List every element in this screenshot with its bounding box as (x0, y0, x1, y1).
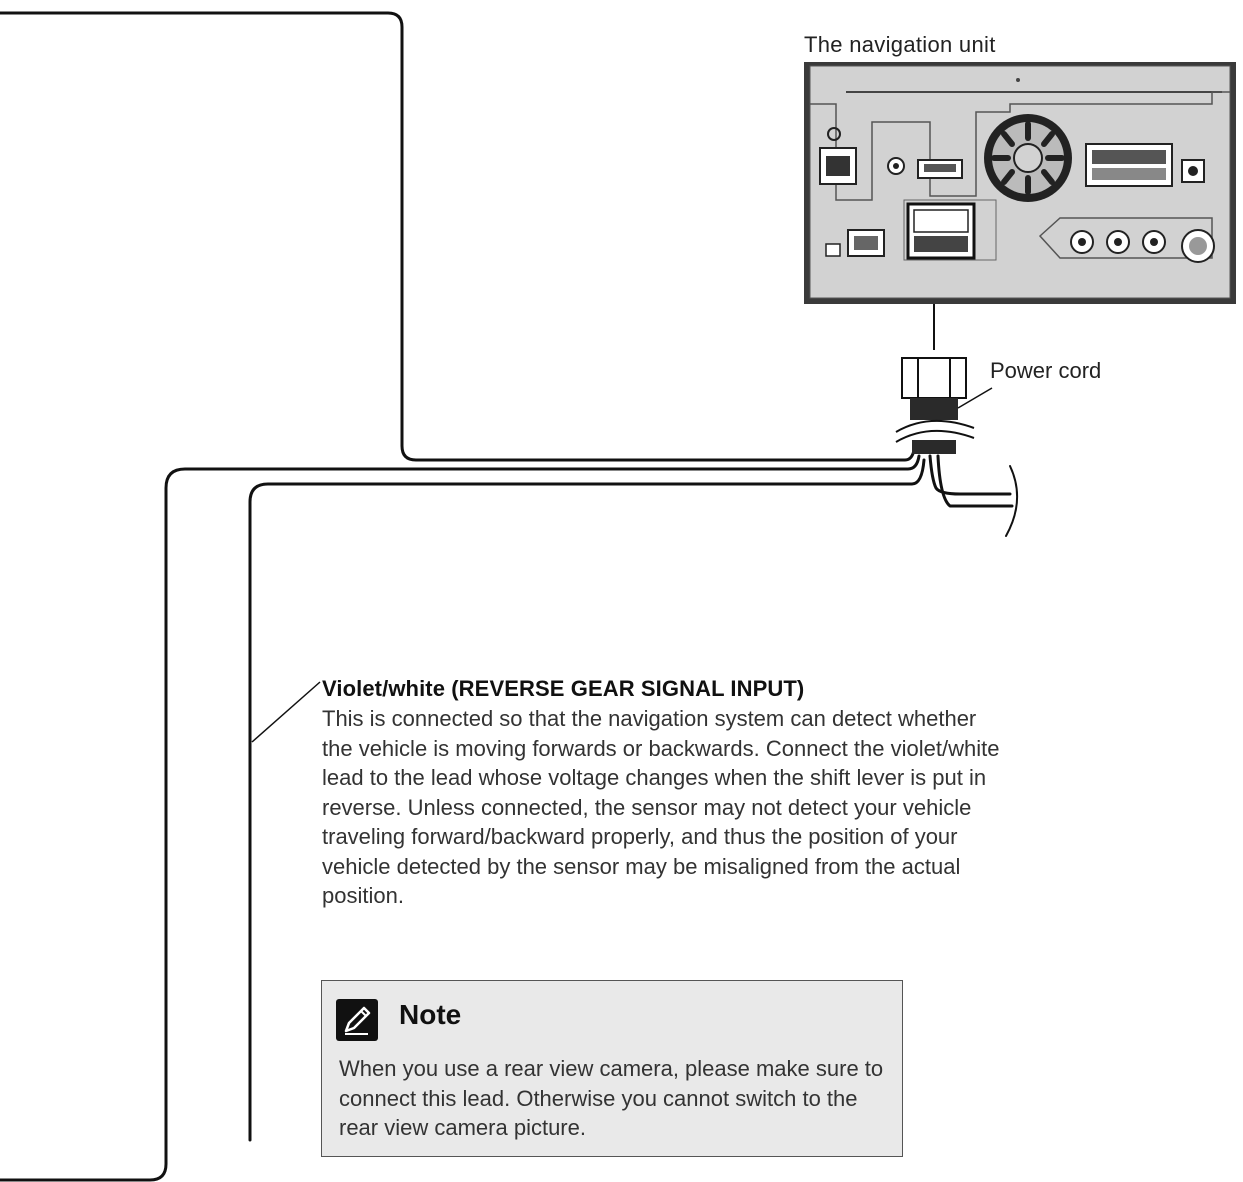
wires (0, 11, 1019, 1182)
power-cord-connector (895, 357, 975, 454)
lead-description: This is connected so that the navigation… (322, 706, 1000, 908)
wire-right-c (1005, 465, 1019, 537)
navigation-unit-rear-panel (804, 62, 1236, 304)
wire-violet-white (248, 458, 926, 1142)
lead-leader (251, 681, 321, 743)
wire-left-long (0, 454, 921, 1182)
pencil-note-icon (336, 999, 378, 1041)
note-box: Note When you use a rear view camera, pl… (321, 980, 903, 1157)
wire-right-a (928, 454, 1012, 496)
navigation-unit-label: The navigation unit (804, 32, 996, 57)
lead-description-block: Violet/white (REVERSE GEAR SIGNAL INPUT)… (322, 676, 1012, 911)
wire-top-loop (0, 11, 916, 462)
wire-right-b (936, 454, 1014, 508)
lead-title: Violet/white (REVERSE GEAR SIGNAL INPUT) (322, 676, 805, 701)
power-cord-label: Power cord (990, 358, 1102, 383)
note-title: Note (399, 999, 462, 1030)
note-text: When you use a rear view camera, please … (339, 1056, 884, 1140)
power-cord-leader (957, 387, 993, 409)
